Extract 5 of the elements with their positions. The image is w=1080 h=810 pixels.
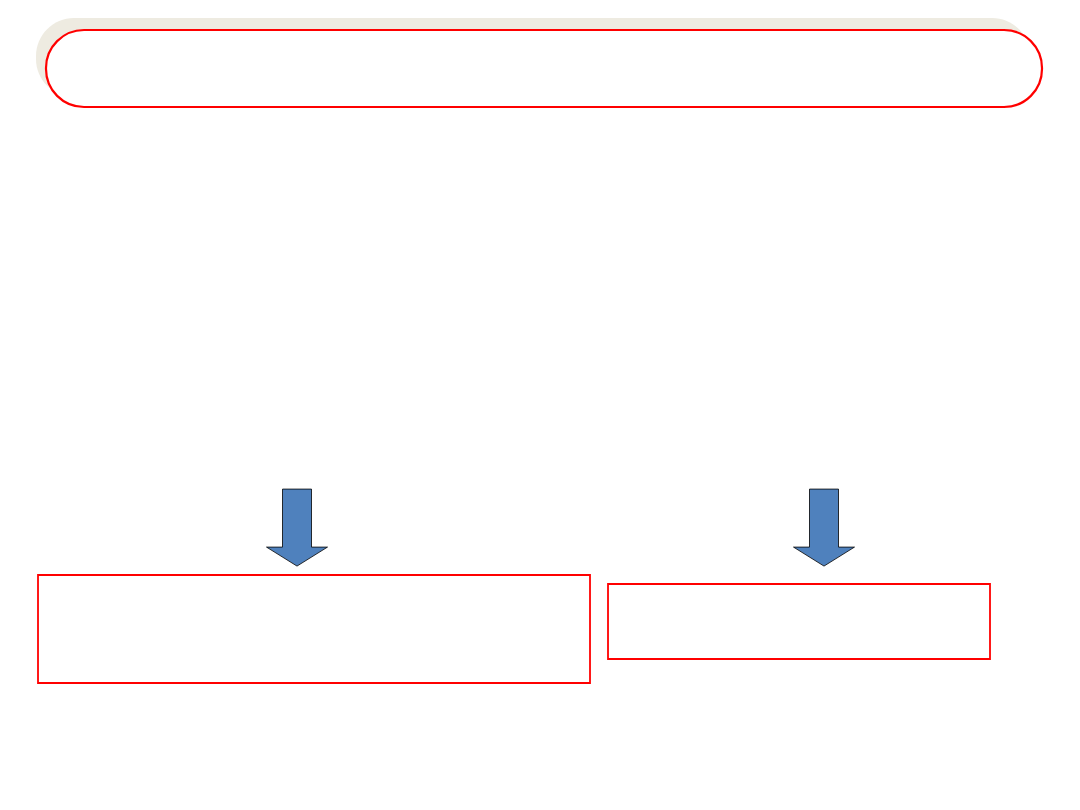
content-box: [607, 583, 991, 660]
banner-box: [36, 18, 1044, 109]
block-arrow: [266, 488, 328, 567]
content-box: [37, 574, 591, 684]
block-arrow: [793, 488, 855, 567]
